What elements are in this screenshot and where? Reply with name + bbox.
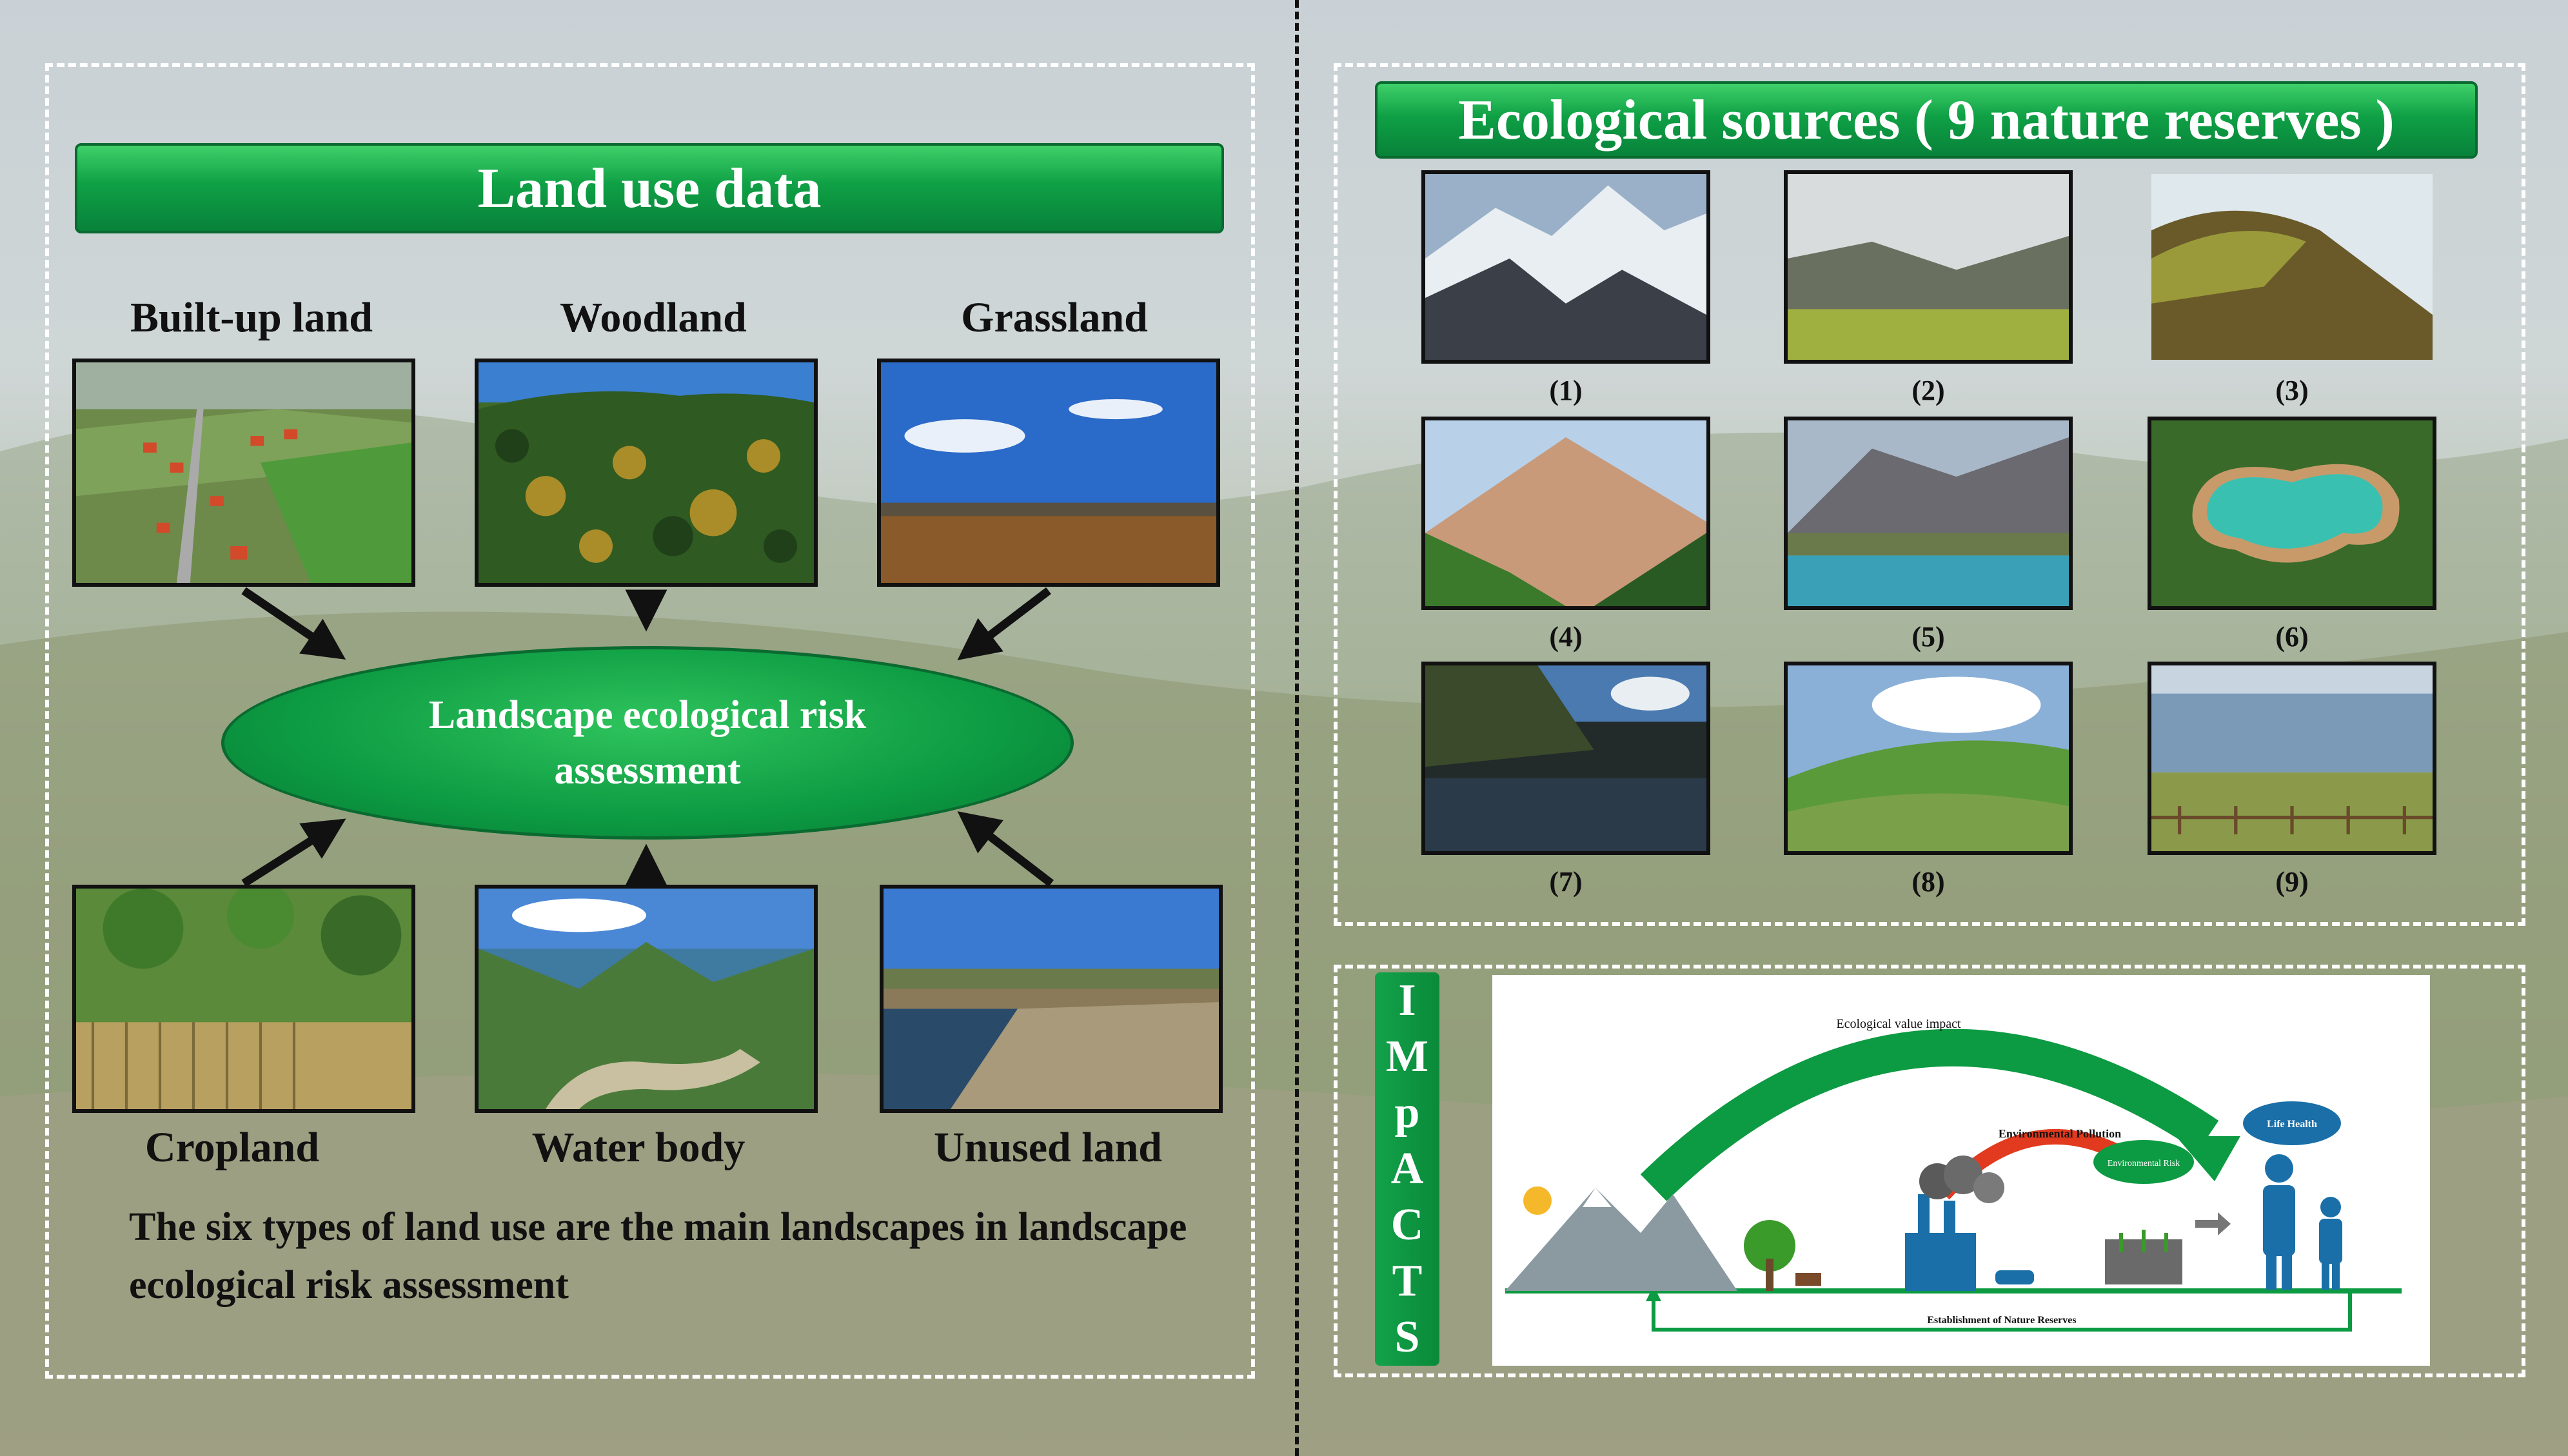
impact-diagram: Ecological value impact Environmental Po…: [1492, 975, 2430, 1366]
reserve-label-2: (2): [1911, 375, 1945, 406]
landscape-risk-assessment-node: Landscape ecological risk assessment: [221, 646, 1074, 840]
nature-reserves-label: Establishment of Nature Reserves: [1927, 1315, 2076, 1326]
factory-icon: [1905, 1233, 1976, 1291]
tree-icon: [1744, 1220, 1795, 1272]
center-node-label: Landscape ecological risk assessment: [428, 693, 867, 792]
label-water-body: Water body: [531, 1124, 746, 1171]
impacts-letter: C: [1390, 1200, 1424, 1250]
reserve-photo-5: [1784, 417, 2073, 610]
label-woodland: Woodland: [560, 294, 747, 341]
life-health-label: Life Health: [2267, 1119, 2317, 1130]
reserve-label-5: (5): [1911, 621, 1945, 653]
reserve-photo-6: [2148, 417, 2436, 610]
reserve-photo-7: [1421, 662, 1710, 855]
reserve-label-7: (7): [1549, 866, 1583, 898]
risk-to-health-arrow: [2195, 1212, 2231, 1235]
adult-icon: [2265, 1154, 2293, 1183]
ecological-sources-banner: Ecological sources ( 9 nature reserves ): [1375, 81, 2478, 159]
ecological-value-arc: [1640, 1028, 2219, 1201]
life-health-node: [2243, 1101, 2341, 1145]
reserve-photo-9: [2148, 662, 2436, 855]
impacts-frame: [1334, 965, 2525, 1377]
reserves-frame: [1334, 63, 2525, 926]
impacts-letter: S: [1394, 1312, 1420, 1363]
left-panel-frame: [45, 63, 1255, 1379]
unused-land-photo: [880, 885, 1223, 1113]
built-up-land-photo: [72, 359, 415, 587]
land-use-banner: Land use data: [75, 143, 1224, 233]
grassland-photo: [877, 359, 1220, 587]
cow-icon: [1795, 1273, 1821, 1286]
label-unused-land: Unused land: [933, 1124, 1162, 1171]
pollution-label: Environmental Pollution: [1999, 1127, 2121, 1140]
sun-icon: [1523, 1186, 1552, 1215]
child-icon: [2320, 1197, 2341, 1217]
reserve-photo-3: [2148, 170, 2436, 364]
car-icon: [1995, 1270, 2034, 1284]
reserve-feedback-line: [1652, 1291, 2352, 1332]
reserve-feedback-arrowhead: [1646, 1286, 1661, 1301]
label-cropland: Cropland: [144, 1124, 320, 1171]
impacts-banner: I M p A C T S: [1375, 972, 1439, 1366]
panel-divider: [1295, 0, 1299, 1456]
impacts-letter: M: [1385, 1031, 1429, 1081]
cropland-photo: [72, 885, 415, 1113]
water-body-photo: [475, 885, 818, 1113]
reserve-label-9: (9): [2275, 866, 2309, 898]
reserve-photo-8: [1784, 662, 2073, 855]
impacts-letter: A: [1390, 1143, 1424, 1194]
impacts-letter: p: [1394, 1087, 1420, 1137]
reserve-photo-1: [1421, 170, 1710, 364]
reserve-label-4: (4): [1549, 621, 1583, 653]
land-use-caption: The six types of land use are the main l…: [129, 1205, 1187, 1307]
reserve-label-1: (1): [1549, 375, 1583, 406]
environmental-risk-node: [2093, 1140, 2194, 1184]
label-built-up-land: Built-up land: [130, 294, 373, 341]
reserve-label-6: (6): [2275, 621, 2309, 653]
ecological-value-arrowhead: [2176, 1136, 2240, 1181]
reserve-label-3: (3): [2275, 375, 2309, 406]
reserve-photo-2: [1784, 170, 2073, 364]
label-grassland: Grassland: [961, 294, 1148, 341]
impacts-letter: T: [1392, 1256, 1423, 1306]
reserve-label-8: (8): [1911, 866, 1945, 898]
mountain-icon: [1505, 1188, 1737, 1291]
environmental-risk-label: Environmental Risk: [2108, 1159, 2180, 1168]
impacts-letter: I: [1398, 975, 1416, 1025]
woodland-photo: [475, 359, 818, 587]
reserve-photo-4: [1421, 417, 1710, 610]
ecological-value-label: Ecological value impact: [1836, 1017, 1961, 1031]
